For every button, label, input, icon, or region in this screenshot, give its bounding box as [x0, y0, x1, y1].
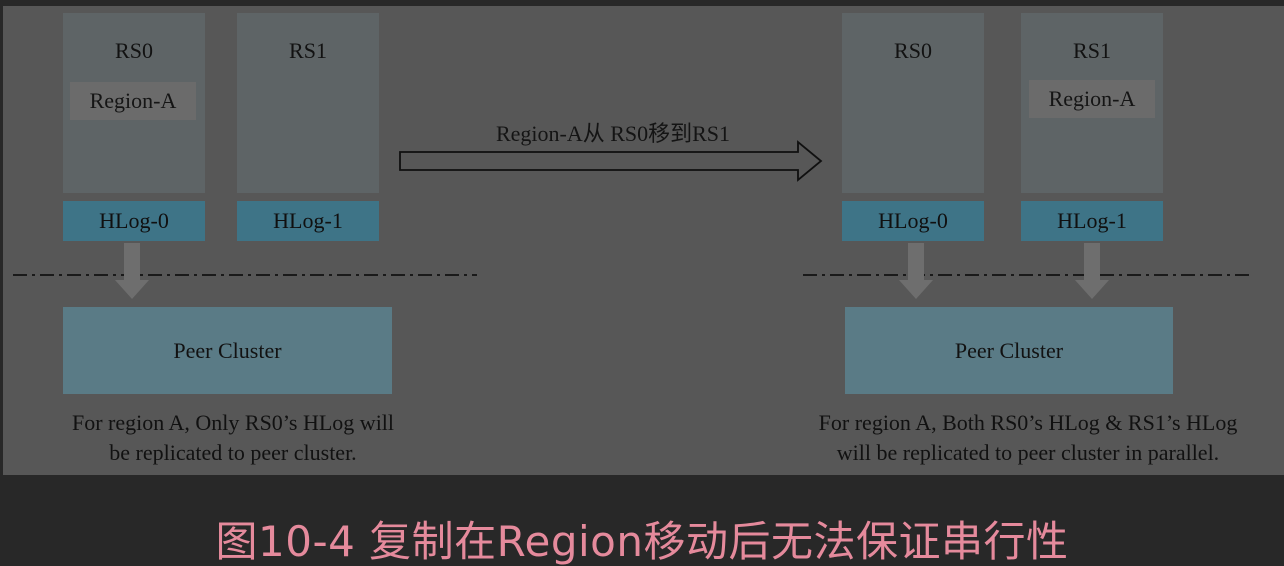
left-rs0-label: RS0: [115, 38, 153, 63]
move-label: Region-A从 RS0移到RS1: [495, 121, 731, 146]
left-hlog-0-box: HLog-0: [63, 201, 205, 241]
left-caption: For region A, Only RS0’s HLog will be re…: [13, 408, 453, 468]
left-replication-arrow-icon: [115, 243, 149, 299]
left-region-a-box: Region-A: [70, 82, 196, 120]
left-rs1-label: RS1: [289, 38, 327, 63]
right-caption-line1: For region A, Both RS0’s HLog & RS1’s HL…: [818, 410, 1238, 435]
left-hlog-1-box: HLog-1: [237, 201, 379, 241]
right-rs0-label: RS0: [894, 38, 932, 63]
right-hlog-0-box: HLog-0: [842, 201, 984, 241]
right-hlog-1-box: HLog-1: [1021, 201, 1163, 241]
replication-diagram: RS0 Region-A HLog-0 RS1 HLog-1 Peer Clus…: [3, 6, 1284, 475]
figure-title: 图10-4 复制在Region移动后无法保证串行性: [215, 517, 1069, 566]
left-caption-line2: be replicated to peer cluster.: [109, 440, 357, 465]
right-rs1-label: RS1: [1073, 38, 1111, 63]
move-arrow-icon: [399, 140, 823, 182]
right-region-a-box: Region-A: [1029, 80, 1155, 118]
right-peer-cluster-box: Peer Cluster: [845, 307, 1173, 394]
right-replication-arrow-0-icon: [899, 243, 933, 299]
right-caption-line2: will be replicated to peer cluster in pa…: [836, 440, 1220, 465]
right-replication-arrow-1-icon: [1075, 243, 1109, 299]
left-rs1-box: RS1: [237, 13, 379, 193]
right-rs0-box: RS0: [842, 13, 984, 193]
right-caption: For region A, Both RS0’s HLog & RS1’s HL…: [773, 408, 1283, 468]
left-peer-cluster-box: Peer Cluster: [63, 307, 392, 394]
left-caption-line1: For region A, Only RS0’s HLog will: [71, 410, 395, 435]
diagram-lines: [13, 140, 1253, 299]
